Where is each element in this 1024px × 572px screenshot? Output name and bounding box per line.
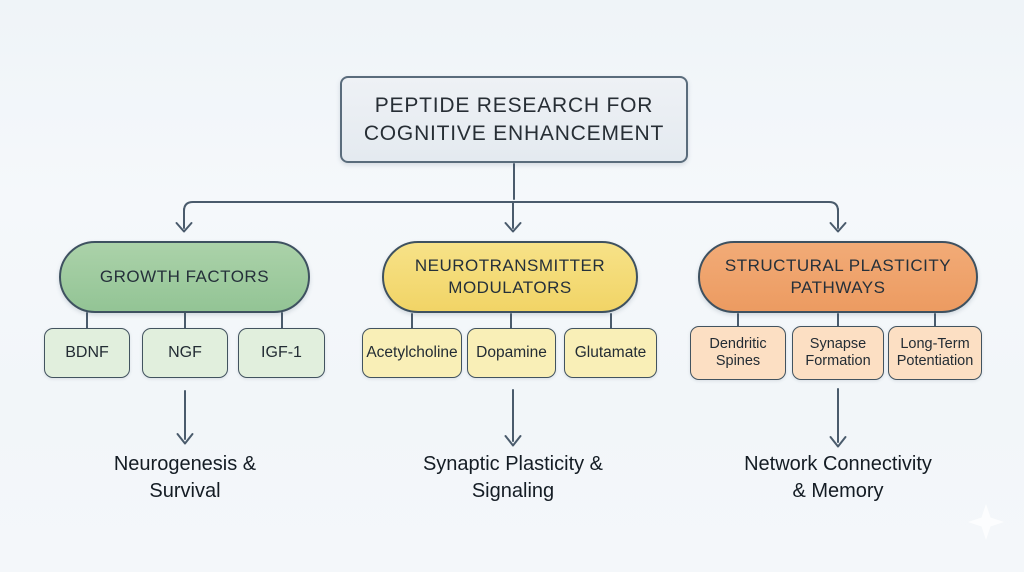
branch-rail-line: [183, 201, 839, 212]
branch-pill-structural-plasticity-pathways: STRUCTURAL PLASTICITY PATHWAYS: [698, 241, 978, 313]
child-node-acetylcholine: Acetylcholine: [362, 328, 462, 378]
child-node-dopamine: Dopamine: [467, 328, 556, 378]
arrowhead-struct: [829, 222, 847, 233]
sparkle-icon: [968, 504, 1004, 540]
child-label: Dopamine: [476, 344, 547, 361]
outcome-neurotransmitter-modulators: Synaptic Plasticity & Signaling: [393, 451, 633, 505]
outcome-line2: & Memory: [792, 480, 884, 502]
child-label: Dendritic Spines: [709, 336, 767, 369]
arrowhead-neuro: [504, 222, 522, 233]
child-node-long-term-potentiation: Long-Term Potentiation: [888, 326, 982, 380]
child-label: Glutamate: [574, 344, 647, 361]
child-node-glutamate: Glutamate: [564, 328, 657, 378]
child-node-synapse-formation: Synapse Formation: [792, 326, 884, 380]
child-node-igf1: IGF-1: [238, 328, 325, 378]
child-label: BDNF: [65, 344, 109, 361]
child-node-bdnf: BDNF: [44, 328, 130, 378]
arrowhead-growth: [175, 222, 193, 233]
root-node: PEPTIDE RESEARCH FOR COGNITIVE ENHANCEME…: [340, 76, 688, 163]
child-label: Acetylcholine: [366, 344, 458, 361]
arrowhead-outcome-growth: [176, 433, 194, 445]
outcome-line1: Network Connectivity: [744, 453, 932, 475]
outcome-growth-factors: Neurogenesis & Survival: [65, 451, 305, 505]
child-label: Long-Term Potentiation: [896, 336, 974, 369]
child-label: NGF: [168, 344, 202, 361]
outcome-line2: Survival: [149, 480, 221, 502]
arrowhead-outcome-struct: [829, 436, 847, 448]
child-label: IGF-1: [261, 344, 302, 361]
outcome-line1: Synaptic Plasticity &: [422, 453, 604, 475]
arrowhead-outcome-neuro: [504, 435, 522, 447]
root-node-label: PEPTIDE RESEARCH FOR COGNITIVE ENHANCEME…: [363, 93, 665, 145]
branch-label: NEUROTRANSMITTER MODULATORS: [414, 256, 606, 297]
outcome-line1: Neurogenesis &: [113, 453, 257, 475]
child-node-dendritic-spines: Dendritic Spines: [690, 326, 786, 380]
outcome-structural-plasticity-pathways: Network Connectivity & Memory: [713, 451, 963, 505]
child-label: Synapse Formation: [805, 336, 871, 369]
branch-pill-growth-factors: GROWTH FACTORS: [59, 241, 310, 313]
branch-pill-neurotransmitter-modulators: NEUROTRANSMITTER MODULATORS: [382, 241, 638, 313]
outcome-line2: Signaling: [471, 480, 555, 502]
branch-label: STRUCTURAL PLASTICITY PATHWAYS: [724, 256, 952, 297]
branch-label: GROWTH FACTORS: [99, 267, 270, 286]
child-node-ngf: NGF: [142, 328, 228, 378]
